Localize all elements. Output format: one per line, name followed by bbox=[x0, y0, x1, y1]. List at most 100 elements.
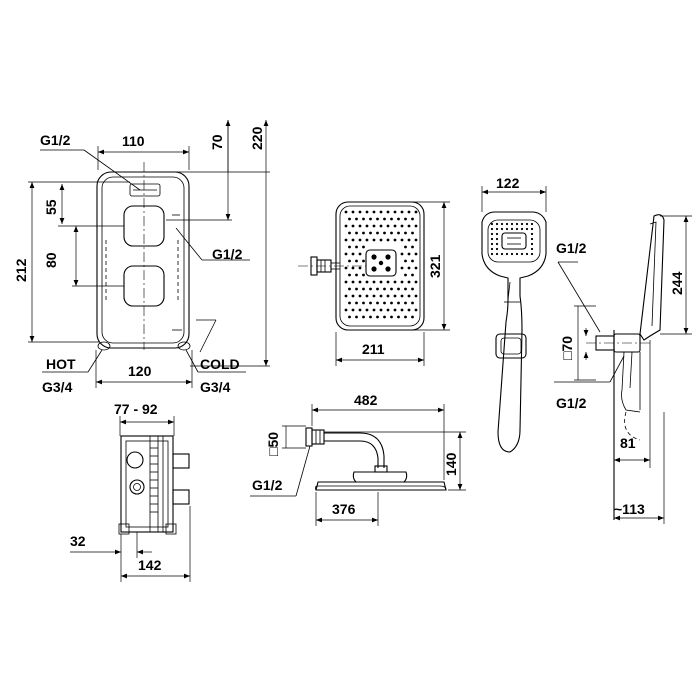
hand-nozzle-dot bbox=[520, 222, 524, 226]
hand-nozzle-dot bbox=[530, 222, 534, 226]
rain-nozzle-dot bbox=[411, 217, 414, 221]
rain-nozzle-dot bbox=[414, 280, 418, 284]
box-depth-142-label: 142 bbox=[138, 557, 162, 573]
rain-nozzle-dot bbox=[397, 301, 400, 305]
mounting-box-side-view bbox=[118, 435, 190, 535]
rain-nozzle-dot bbox=[383, 315, 386, 319]
hot-thread-label: G3/4 bbox=[42, 379, 73, 395]
valve-offset-55-label: 55 bbox=[43, 199, 59, 215]
cold-thread-label: G3/4 bbox=[200, 379, 231, 395]
hot-label: HOT bbox=[46, 356, 76, 372]
hand-nozzle-pattern bbox=[490, 222, 534, 256]
rain-nozzle-dot bbox=[362, 315, 365, 319]
rain-shower-head-view bbox=[298, 201, 425, 331]
rain-nozzle-dot bbox=[400, 308, 404, 312]
hand-nozzle-dot bbox=[505, 252, 509, 256]
rain-nozzle-dot bbox=[407, 280, 411, 284]
rain-nozzle-dot bbox=[390, 287, 393, 291]
rain-nozzle-dot bbox=[386, 210, 390, 214]
rain-nozzle-dot bbox=[372, 238, 376, 242]
rain-nozzle-dot bbox=[372, 308, 376, 312]
rain-nozzle-dot bbox=[358, 210, 362, 214]
rain-nozzle-dot bbox=[362, 231, 365, 235]
rain-nozzle-dot bbox=[351, 224, 355, 228]
rain-nozzle-dot bbox=[411, 315, 414, 319]
rain-nozzle-dot bbox=[400, 252, 404, 256]
rain-nozzle-dot bbox=[348, 245, 351, 249]
rain-nozzle-dot bbox=[344, 294, 348, 298]
rain-nozzle-dot bbox=[376, 287, 379, 291]
rain-nozzle-dot bbox=[400, 294, 404, 298]
valve-dimension-lines bbox=[28, 120, 270, 388]
rain-nozzle-dot bbox=[400, 280, 404, 284]
rain-nozzle-dot bbox=[355, 259, 358, 263]
rain-nozzle-dot bbox=[348, 301, 351, 305]
hand-width-122-label: 122 bbox=[496, 175, 520, 191]
arm-square-50-label: □50 bbox=[265, 432, 281, 456]
rain-nozzle-dot bbox=[400, 266, 404, 270]
hand-nozzle-dot bbox=[495, 232, 499, 236]
hand-shower-view bbox=[481, 211, 547, 453]
hand-nozzle-dot bbox=[495, 227, 499, 231]
rain-nozzle-dot bbox=[376, 217, 379, 221]
rain-nozzle-dot bbox=[414, 224, 418, 228]
rain-nozzle-dot bbox=[393, 294, 397, 298]
rain-nozzle-dot bbox=[376, 231, 379, 235]
rain-nozzle-pattern bbox=[344, 210, 418, 319]
rain-nozzle-dot bbox=[351, 210, 355, 214]
wall-holder-side-view bbox=[586, 214, 665, 520]
hand-nozzle-dot bbox=[530, 227, 534, 231]
rain-nozzle-dot bbox=[404, 301, 407, 305]
rain-nozzle-dot bbox=[362, 217, 365, 221]
rain-nozzle-dot bbox=[369, 287, 372, 291]
rain-nozzle-dot bbox=[344, 308, 348, 312]
rain-nozzle-dot bbox=[383, 231, 386, 235]
hand-nozzle-dot bbox=[495, 242, 499, 246]
rain-nozzle-dot bbox=[365, 224, 369, 228]
rain-nozzle-dot bbox=[414, 210, 418, 214]
hand-nozzle-dot bbox=[490, 227, 494, 231]
hand-nozzle-dot bbox=[530, 242, 534, 246]
hand-nozzle-dot bbox=[510, 227, 514, 231]
rain-nozzle-dot bbox=[386, 224, 390, 228]
box-offset-32-label: 32 bbox=[70, 533, 86, 549]
rain-nozzle-dot bbox=[386, 294, 390, 298]
hand-nozzle-dot bbox=[530, 252, 534, 256]
rain-nozzle-dot bbox=[390, 301, 393, 305]
holder-square-70-label: □70 bbox=[559, 336, 575, 360]
hand-nozzle-dot bbox=[495, 222, 499, 226]
rain-nozzle-dot bbox=[390, 231, 393, 235]
hand-nozzle-dot bbox=[525, 252, 529, 256]
valve-thread-side-label: G1/2 bbox=[212, 246, 243, 262]
arm-head-376-label: 376 bbox=[332, 501, 356, 517]
rain-nozzle-dot bbox=[369, 231, 372, 235]
rain-nozzle-dot bbox=[397, 287, 400, 291]
rain-nozzle-dot bbox=[390, 315, 393, 319]
hand-nozzle-dot bbox=[490, 247, 494, 251]
rain-nozzle-dot bbox=[369, 301, 372, 305]
rain-nozzle-dot bbox=[400, 224, 404, 228]
rain-nozzle-dot bbox=[379, 294, 383, 298]
rain-nozzle-dot bbox=[386, 280, 390, 284]
rain-nozzle-dot bbox=[358, 280, 362, 284]
hand-nozzle-dot bbox=[515, 227, 519, 231]
rain-nozzle-dot bbox=[344, 224, 348, 228]
rain-nozzle-dot bbox=[379, 280, 383, 284]
rain-nozzle-dot bbox=[407, 210, 411, 214]
hand-nozzle-dot bbox=[495, 247, 499, 251]
hand-nozzle-dot bbox=[490, 237, 494, 241]
holder-depth-81-label: 81 bbox=[620, 435, 636, 451]
hand-nozzle-dot bbox=[525, 227, 529, 231]
rain-nozzle-dot bbox=[351, 252, 355, 256]
rain-nozzle-dot bbox=[404, 273, 407, 277]
hand-nozzle-dot bbox=[505, 222, 509, 226]
rain-nozzle-dot bbox=[358, 224, 362, 228]
rain-nozzle-dot bbox=[411, 287, 414, 291]
rain-nozzle-dot bbox=[407, 294, 411, 298]
rain-nozzle-dot bbox=[393, 238, 397, 242]
rain-dimension-lines bbox=[335, 201, 450, 366]
arm-height-140-label: 140 bbox=[443, 452, 459, 476]
rain-nozzle-dot bbox=[362, 259, 365, 263]
valve-thread-top-label: G1/2 bbox=[40, 132, 71, 148]
